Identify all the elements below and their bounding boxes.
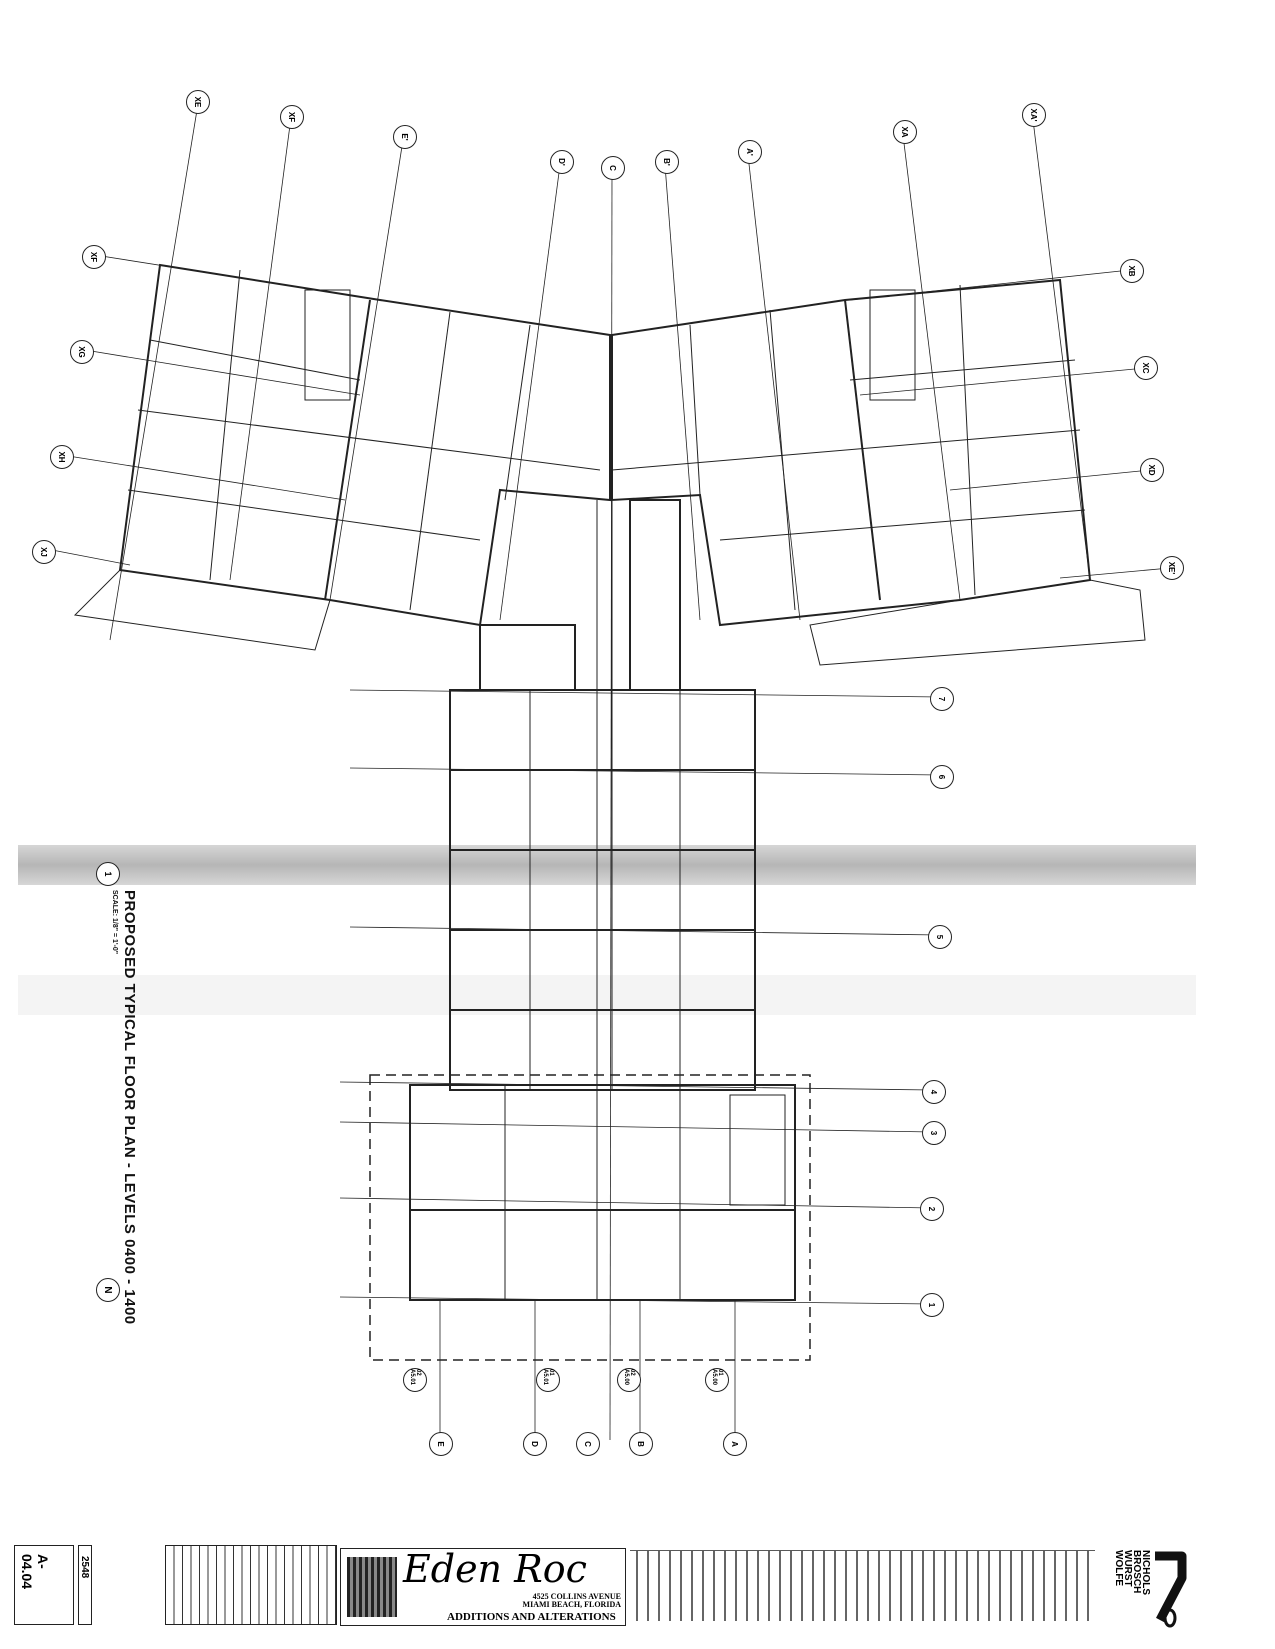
drawing-scale: SCALE: 1/8" = 1'-0" xyxy=(111,890,118,955)
job-number: 2548 xyxy=(79,1556,90,1579)
grid-bubble: XC xyxy=(1134,356,1158,380)
consultants-list xyxy=(630,1550,1095,1621)
building-base xyxy=(369,1074,811,1361)
sheet-number-box: A-04.04 xyxy=(14,1545,74,1625)
grid-bubble: XE' xyxy=(1160,556,1184,580)
grid-bubble: B xyxy=(629,1432,653,1456)
column-capital-logo-icon xyxy=(347,1557,397,1617)
address-line: 4525 COLLINS AVENUE xyxy=(532,1592,621,1601)
drawing-title: PROPOSED TYPICAL FLOOR PLAN - LEVELS 040… xyxy=(121,890,138,1325)
section-marker: 01 A5.01 xyxy=(536,1368,560,1392)
grid-bubble: 5 xyxy=(928,925,952,949)
grid-bubble: XJ xyxy=(32,540,56,564)
client-logo: Eden Roc xyxy=(403,1547,587,1591)
grid-bubble: XD xyxy=(1140,458,1164,482)
grid-bubble: XE xyxy=(186,90,210,114)
scan-shading-band xyxy=(18,975,1196,1015)
building-right-wing xyxy=(611,278,1146,666)
address-line: MIAMI BEACH, FLORIDA xyxy=(522,1600,621,1609)
project-name: ADDITIONS AND ALTERATIONS xyxy=(447,1611,616,1623)
grid-bubble: 6 xyxy=(930,765,954,789)
grid-bubble: E' xyxy=(393,125,417,149)
detail-reference: 1 xyxy=(96,862,120,886)
grid-bubble: E xyxy=(429,1432,453,1456)
grid-bubble: 4 xyxy=(922,1080,946,1104)
grid-bubble: A' xyxy=(738,140,762,164)
grid-bubble: 1 xyxy=(920,1293,944,1317)
grid-bubble: XA' xyxy=(1022,103,1046,127)
sheet-number: A-04.04 xyxy=(19,1554,51,1590)
grid-bubble: 2 xyxy=(920,1197,944,1221)
grid-bubble: C xyxy=(601,156,625,180)
grid-bubble: XB xyxy=(1120,259,1144,283)
section-marker: 02 A5.01 xyxy=(403,1368,427,1392)
grid-bubble: D' xyxy=(550,150,574,174)
scan-shading-band xyxy=(18,845,1196,885)
grid-bubble: XF xyxy=(82,245,106,269)
building-stem xyxy=(449,499,756,1091)
grid-bubble: XG xyxy=(70,340,94,364)
building-left-wing xyxy=(73,263,611,651)
grid-bubble: 7 xyxy=(930,687,954,711)
revision-table xyxy=(165,1545,337,1625)
grid-bubble: C xyxy=(576,1432,600,1456)
architect-block: NICHOLS BROSCH WURST WOLFE xyxy=(1090,1548,1190,1628)
section-marker: 01 A5.00 xyxy=(705,1368,729,1392)
section-marker: 02 A5.00 xyxy=(617,1368,641,1392)
grid-bubble: XH xyxy=(50,445,74,469)
grid-bubble: D xyxy=(523,1432,547,1456)
grid-bubble: 3 xyxy=(922,1121,946,1145)
north-arrow-icon: N xyxy=(96,1278,120,1302)
architect-logo-icon xyxy=(1155,1551,1187,1628)
grid-bubble: XF xyxy=(280,105,304,129)
grid-bubble: XA xyxy=(893,120,917,144)
grid-lines xyxy=(51,109,1171,1441)
grid-bubble: B' xyxy=(655,150,679,174)
job-number-box: 2548 xyxy=(78,1545,92,1625)
grid-bubble: A xyxy=(723,1432,747,1456)
